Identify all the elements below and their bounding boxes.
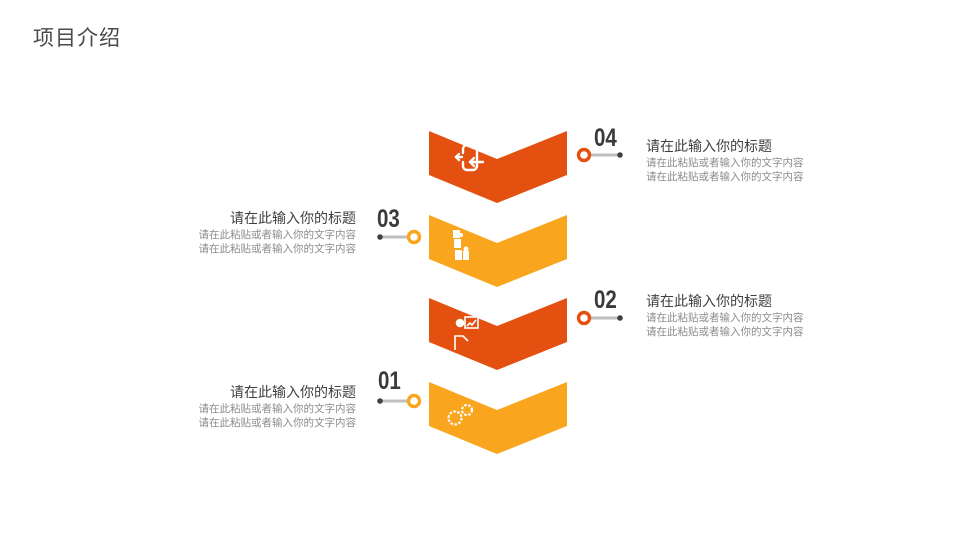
step-description-line: 请在此粘贴或者输入你的文字内容 xyxy=(198,229,357,241)
chevron-step-01 xyxy=(429,382,567,454)
step-number-03: 03 xyxy=(377,205,400,233)
step-description-line: 请在此粘贴或者输入你的文字内容 xyxy=(198,403,357,415)
step-heading: 请在此输入你的标题 xyxy=(646,139,772,155)
puzzle-icon xyxy=(453,230,469,260)
page-title: 项目介绍 xyxy=(33,26,121,50)
login-icon xyxy=(454,143,485,172)
text-block-01: 请在此输入你的标题 请在此粘贴或者输入你的文字内容 请在此粘贴或者输入你的文字内… xyxy=(166,385,357,430)
step-heading: 请在此输入你的标题 xyxy=(230,211,356,227)
connector-01 xyxy=(377,393,422,409)
connector-03 xyxy=(377,229,422,245)
step-heading: 请在此输入你的标题 xyxy=(230,385,356,401)
presentation-icon xyxy=(454,316,479,350)
chevron-step-03 xyxy=(429,215,567,287)
step-description-line: 请在此粘贴或者输入你的文字内容 xyxy=(646,171,804,183)
connector-04 xyxy=(576,147,623,163)
step-number-04: 04 xyxy=(594,124,617,152)
step-description-line: 请在此粘贴或者输入你的文字内容 xyxy=(646,326,804,338)
step-description-line: 请在此粘贴或者输入你的文字内容 xyxy=(198,243,357,255)
connector-02 xyxy=(576,310,623,326)
text-block-04: 请在此输入你的标题 请在此粘贴或者输入你的文字内容 请在此粘贴或者输入你的文字内… xyxy=(646,139,836,184)
step-number-02: 02 xyxy=(594,286,617,314)
step-description-line: 请在此粘贴或者输入你的文字内容 xyxy=(646,157,804,169)
gears-icon xyxy=(447,403,474,426)
step-number-01: 01 xyxy=(378,367,401,395)
step-description-line: 请在此粘贴或者输入你的文字内容 xyxy=(646,312,804,324)
text-block-03: 请在此输入你的标题 请在此粘贴或者输入你的文字内容 请在此粘贴或者输入你的文字内… xyxy=(166,211,357,256)
step-heading: 请在此输入你的标题 xyxy=(646,294,772,310)
chevron-step-02 xyxy=(429,298,567,370)
step-description-line: 请在此粘贴或者输入你的文字内容 xyxy=(198,417,357,429)
chevron-step-04 xyxy=(429,131,567,203)
text-block-02: 请在此输入你的标题 请在此粘贴或者输入你的文字内容 请在此粘贴或者输入你的文字内… xyxy=(646,294,836,339)
